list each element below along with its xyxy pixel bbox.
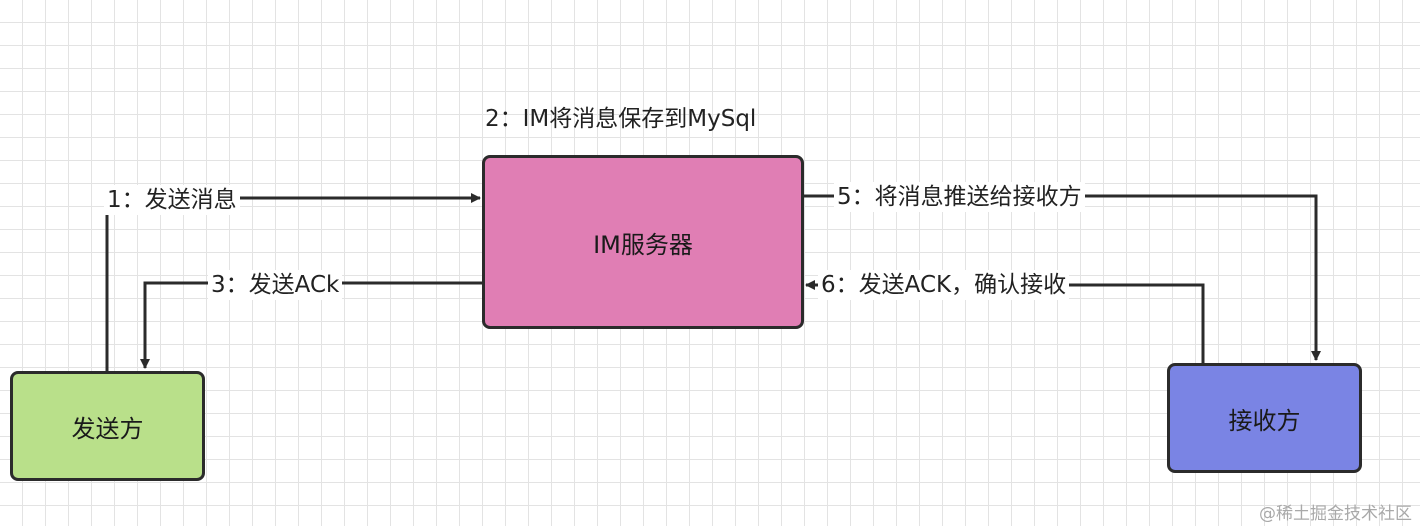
- edge-label-step6: 6：发送ACK，确认接收: [818, 270, 1070, 300]
- receiver-node[interactable]: 接收方: [1167, 363, 1362, 473]
- receiver-label: 接收方: [1228, 406, 1301, 435]
- edge-label-step5: 5：将消息推送给接收方: [834, 182, 1085, 212]
- server-label: IM服务器: [593, 230, 693, 259]
- edge-label-step1: 1：发送消息: [104, 185, 240, 215]
- sender-label: 发送方: [71, 414, 144, 443]
- sender-node[interactable]: 发送方: [10, 371, 205, 481]
- im-server-node[interactable]: IM服务器: [482, 155, 804, 329]
- arrow-step3: [140, 281, 482, 369]
- edge-label-step2: 2：IM将消息保存到MySql: [485, 106, 757, 132]
- edge-label-step3: 3：发送ACk: [208, 270, 343, 300]
- watermark: @稀土掘金技术社区: [1259, 504, 1412, 524]
